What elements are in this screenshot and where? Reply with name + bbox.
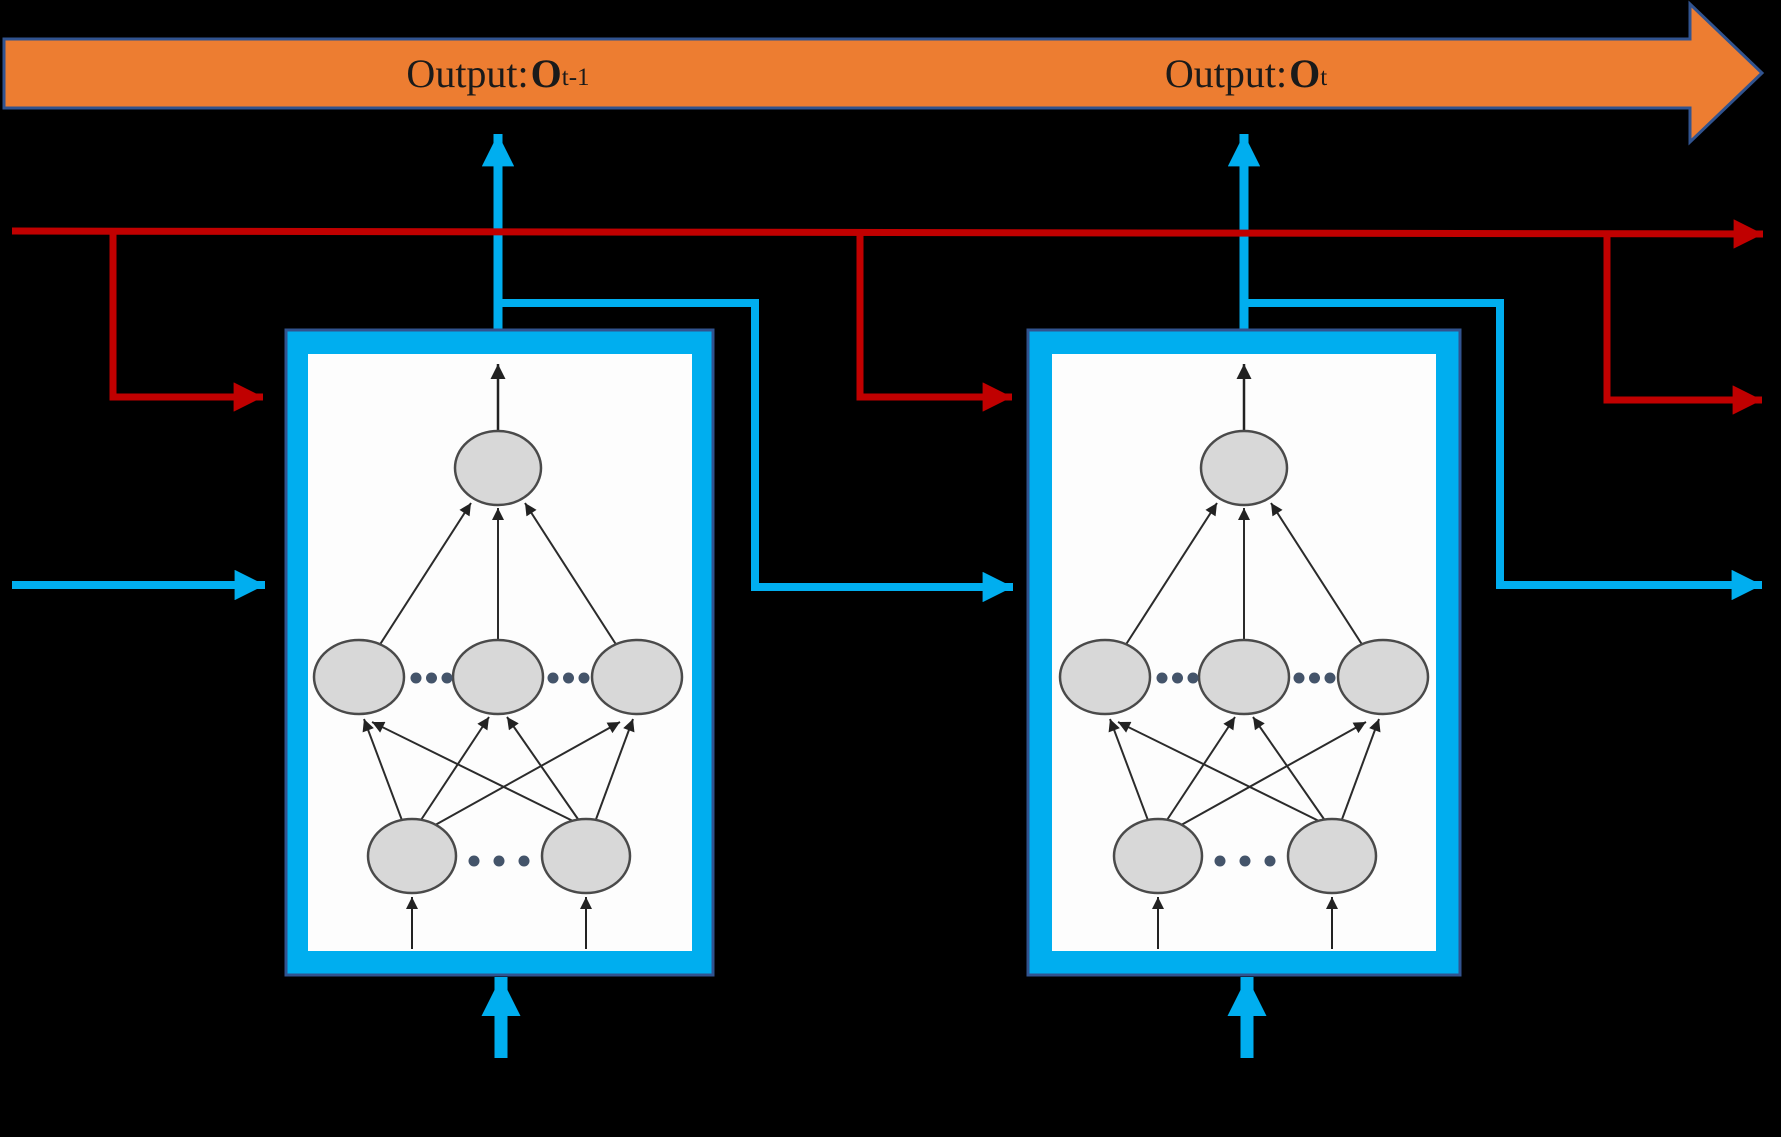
state-pass-arrow-t-minus-1-to-t [498,299,1013,603]
output-symbol: O [530,51,562,96]
red-recurrent-main-line [11,219,1764,249]
red-branch-arrow-right [1603,234,1762,415]
network-block-t [1026,328,1462,977]
output-symbol: O [1289,51,1321,96]
state-pass-arrow-t-to-next [1245,299,1762,601]
output-timeline-arrow [2,0,1765,146]
red-branch-arrow-left [109,231,263,412]
red-branch-arrow-middle [856,233,1012,412]
network-block-t-minus-1 [284,328,715,977]
output-label-text: Output: [406,51,529,96]
output-label-text: Output: [1164,51,1288,96]
